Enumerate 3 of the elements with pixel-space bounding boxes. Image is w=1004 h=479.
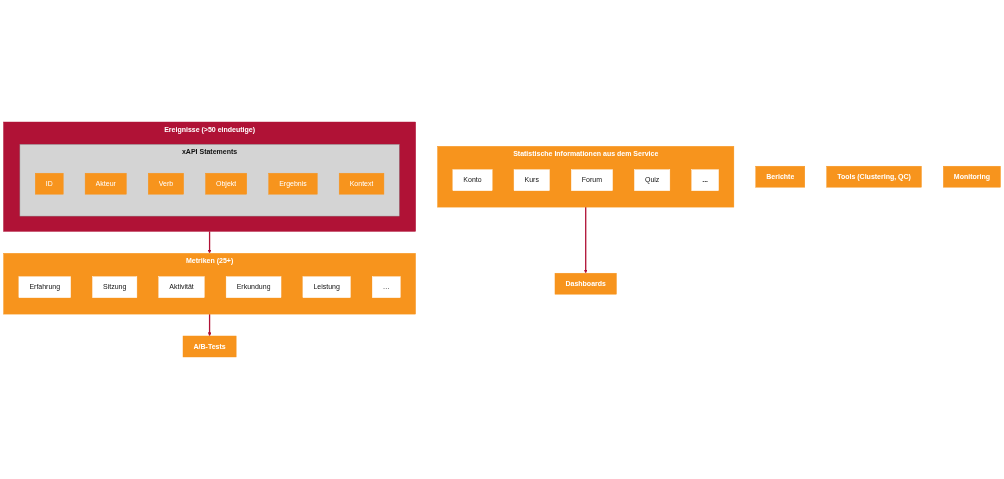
arrow: [207, 313, 212, 337]
arrow: [583, 206, 588, 274]
arrow: [207, 230, 212, 254]
